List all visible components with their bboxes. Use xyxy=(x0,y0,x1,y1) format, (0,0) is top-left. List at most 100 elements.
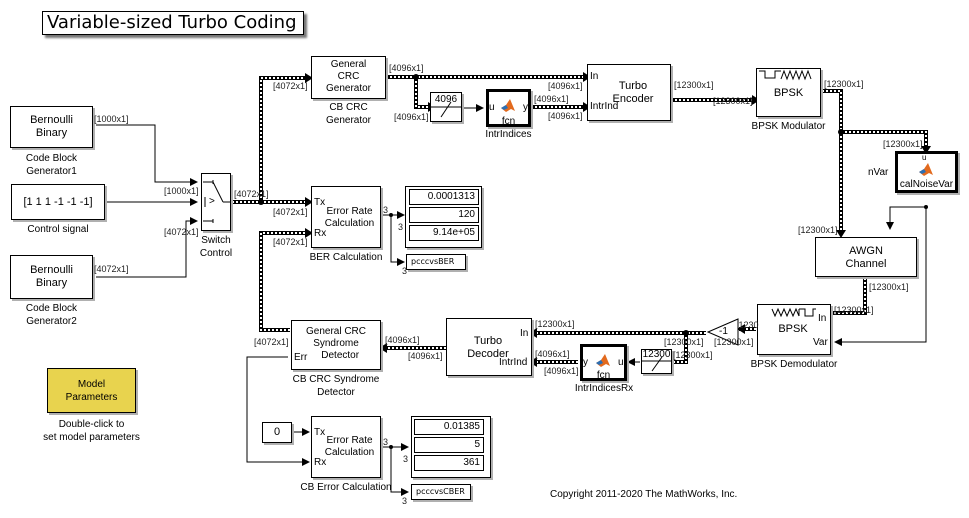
copyright-text: Copyright 2011-2020 The MathWorks, Inc. xyxy=(550,489,738,500)
signal-label: [12300x1] xyxy=(673,350,713,360)
port-u: u xyxy=(922,153,927,162)
signal-label: [4096x1] xyxy=(535,349,570,359)
turbo-decoder-block[interactable] xyxy=(446,318,532,376)
bernoulli-generator-2-block[interactable] xyxy=(10,255,93,299)
signal-label: [1230 xyxy=(736,320,759,330)
wire-calnoise-awgn xyxy=(886,206,926,230)
signal-label: [1000x1] xyxy=(164,186,199,196)
port-var: Var xyxy=(813,337,828,348)
fcn-label: fcn xyxy=(596,370,611,381)
port-in: In xyxy=(520,328,529,339)
constant-zero-block[interactable] xyxy=(262,422,292,443)
wire-gen1-switch xyxy=(96,124,198,186)
signal-label: [4096x1] xyxy=(548,111,583,121)
buffer-slash-icon xyxy=(430,101,462,118)
to-workspace-cber[interactable]: pcccvsCBER xyxy=(411,484,471,500)
signal-label: [4072x1] xyxy=(273,81,308,91)
waveform-icon xyxy=(759,69,812,81)
cber-value: 0.01385 xyxy=(414,419,484,435)
signal-label: [4096x1] xyxy=(408,351,443,361)
switch-criteria: > xyxy=(209,196,215,207)
matlab-logo-icon xyxy=(919,163,933,176)
signal-label: [12300x1] xyxy=(798,225,838,235)
port-intrind: IntrInd xyxy=(499,357,528,368)
signal-label: [12300x1] xyxy=(883,139,923,149)
waveform-icon xyxy=(771,307,816,318)
signal-label: [4096x1] xyxy=(389,63,424,73)
bit-count: 9.14e+05 xyxy=(409,225,479,241)
wire-calnoise-demodvar xyxy=(834,207,927,346)
port-tx: Tx xyxy=(314,197,326,208)
signal-label: [4072x1] xyxy=(234,189,269,199)
signal-label: [12300x1] xyxy=(834,305,874,315)
wire-err-cber xyxy=(246,356,310,466)
bpsk-demod-caption: BPSK Demodulator xyxy=(750,359,838,370)
cal-noise-var-text: calNoiseVar xyxy=(899,179,954,190)
signal-width: 3 xyxy=(383,437,389,447)
signal-width: 3 xyxy=(403,454,409,464)
gain-block[interactable] xyxy=(707,318,739,346)
ber-calc-caption: BER Calculation xyxy=(309,252,383,263)
port-y: y xyxy=(583,357,588,368)
ber-value: 0.0001313 xyxy=(409,189,479,205)
buffer-size: 4096 xyxy=(434,94,458,105)
intr-indices-rx-caption: IntrIndicesRx xyxy=(574,383,634,394)
crc-syndrome-detector-block[interactable] xyxy=(291,320,381,370)
signal-label: [4096x1] xyxy=(385,335,420,345)
constant-value: 0 xyxy=(273,426,281,438)
cb-error-count: 5 xyxy=(414,437,484,453)
port-in: In xyxy=(818,313,827,324)
port-in: In xyxy=(590,71,599,82)
cb-error-calculation-block[interactable] xyxy=(311,416,381,478)
bernoulli-generator-1-block[interactable] xyxy=(10,106,93,148)
bpsk-mod-caption: BPSK Modulator xyxy=(751,121,826,132)
to-workspace-ber[interactable]: pcccvsBER xyxy=(406,254,466,270)
signal-width: 3 xyxy=(383,205,389,215)
gain-value: -1 xyxy=(719,326,728,337)
bpsk-mod-text: BPSK xyxy=(773,87,804,99)
signal-label: [4072x1] xyxy=(254,337,289,347)
signal-label: [4072x1] xyxy=(273,237,308,247)
buffer-slash-icon xyxy=(641,356,672,372)
signal-label: [4072x1] xyxy=(94,264,129,274)
error-count: 120 xyxy=(409,207,479,223)
signal-label: [4096x1] xyxy=(394,112,429,122)
matlab-logo-icon xyxy=(501,99,515,112)
model-parameters-block[interactable] xyxy=(47,368,136,413)
signal-label: [4072x1] xyxy=(164,227,199,237)
signal-label: [12300x1] xyxy=(674,80,714,90)
crc-generator-block[interactable] xyxy=(311,56,386,99)
port-u: u xyxy=(618,357,624,368)
intr-indices-caption: IntrIndices xyxy=(485,129,532,140)
signal-label: [12300x1] xyxy=(713,96,753,106)
fcn-label: fcn xyxy=(501,116,516,127)
port-y: y xyxy=(523,102,528,113)
signal-label: [4096x1] xyxy=(544,366,579,376)
control-signal-text: [1 1 1 -1 -1 -1] xyxy=(23,196,93,208)
bpsk-demod-text: BPSK xyxy=(778,323,808,335)
diagram-title: Variable-sized Turbo Coding xyxy=(42,11,304,35)
signal-label: [1000x1] xyxy=(94,114,129,124)
awgn-channel-block[interactable] xyxy=(815,237,917,277)
wire-cber-ws xyxy=(390,447,409,496)
signal-label: [12300x1] xyxy=(824,79,864,89)
port-intrind: IntrInd xyxy=(590,101,619,112)
matlab-logo-icon xyxy=(596,354,610,367)
turbo-encoder-block[interactable] xyxy=(587,64,671,121)
control-signal-block[interactable] xyxy=(11,184,105,220)
cb-count: 361 xyxy=(414,455,484,471)
signal-width: 3 xyxy=(402,266,408,276)
ber-calculation-block[interactable] xyxy=(311,186,381,248)
wire-ber-ws xyxy=(390,215,405,266)
